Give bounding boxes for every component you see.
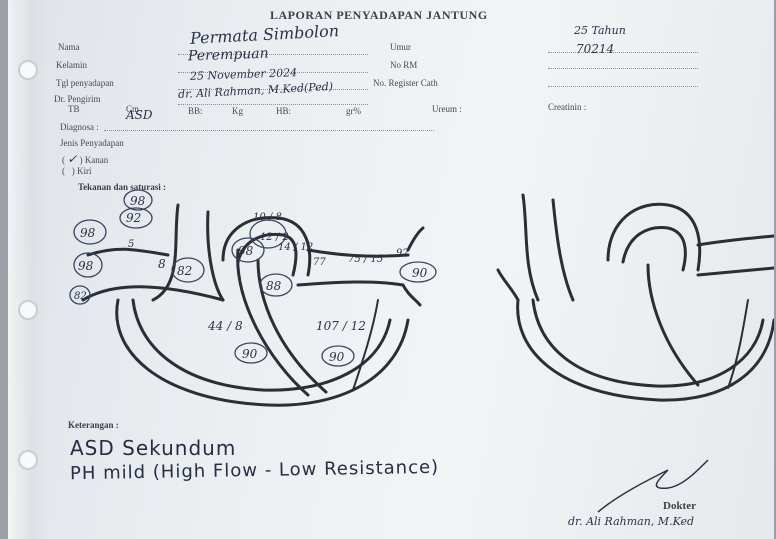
value-label: 90 [412, 266, 428, 280]
pulmonary-artery-bottom [298, 282, 403, 285]
value-label: 92 [396, 248, 409, 259]
pulmonary-artery-top [698, 236, 774, 245]
value-label: 10 / 8 [253, 212, 282, 223]
value-label: 75 / 15 [348, 254, 383, 265]
value-label: 14 / 12 [278, 242, 313, 253]
value-label: 92 [126, 211, 141, 225]
heart-diagram-left [83, 205, 423, 405]
septum [648, 265, 698, 385]
pa-branch [403, 285, 420, 305]
value-label: 90 [242, 347, 258, 361]
hand-keterangan-line1: ASD Sekundum [70, 436, 236, 460]
label-keterangan: Keterangan : [68, 420, 119, 430]
vein-line [88, 249, 168, 255]
value-label: 88 [266, 279, 282, 293]
svc-inner [208, 212, 223, 300]
label-dokter: Dokter [663, 500, 696, 512]
value-label: 44 / 8 [207, 319, 243, 333]
svc [523, 195, 538, 300]
value-label: 107 / 12 [316, 319, 366, 333]
ivc-line [83, 287, 223, 300]
value-label: 8 [158, 257, 166, 271]
value-label: 98 [80, 226, 96, 240]
value-label: 98 [238, 244, 254, 258]
pa-branch [408, 228, 423, 250]
pulmonary-artery-bottom [698, 268, 774, 275]
svc-inner [553, 200, 573, 300]
value-label: 82 [74, 291, 87, 302]
heart-inner-wall [533, 300, 763, 386]
value-label: 82 [177, 264, 192, 278]
value-label: 98 [130, 194, 146, 208]
report-paper: LAPORAN PENYADAPAN JANTUNG Nama Kelamin … [8, 0, 774, 539]
value-label: 77 [313, 257, 326, 268]
heart-diagram-right [498, 195, 774, 400]
value-label: 90 [329, 350, 345, 364]
hand-dokter-name: dr. Ali Rahman, M.Ked [568, 515, 694, 528]
vein-line [498, 270, 518, 300]
value-label: 98 [78, 259, 94, 273]
value-label: 5 [128, 239, 134, 250]
aorta-inner [623, 227, 685, 270]
